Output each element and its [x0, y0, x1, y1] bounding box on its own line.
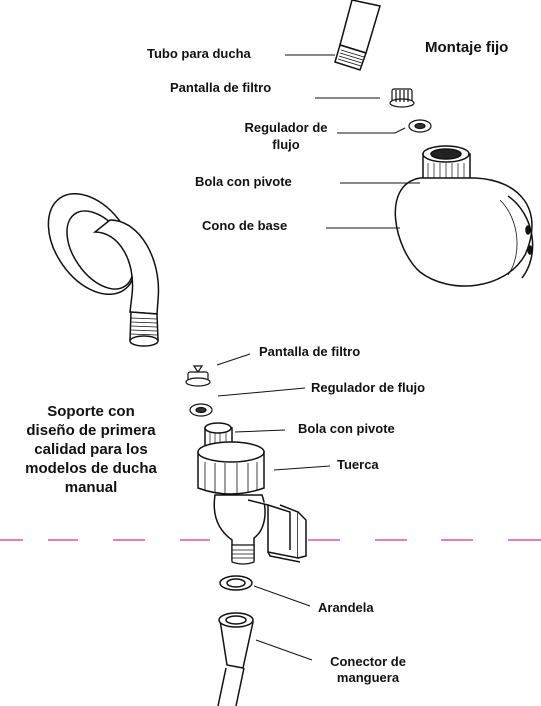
bracket-outlet [231, 544, 255, 565]
label-shower-pipe: Tubo para ducha [147, 46, 251, 61]
shower-pipe-top [334, 0, 381, 71]
label-ball-pivot-bottom: Bola con pivote [298, 421, 395, 436]
label-flow-regulator-bottom: Regulador de flujo [311, 380, 426, 395]
bottom-title-line-4: modelos de ducha [25, 460, 157, 477]
label-hose-connector: Conector de manguera [318, 654, 418, 686]
shower-head-body [394, 177, 534, 287]
leader-lines [216, 54, 420, 661]
wall-flange [47, 192, 137, 296]
bottom-title-line-2: diseño de primera [26, 422, 156, 439]
label-hose-connector-line2: manguera [336, 670, 400, 685]
washer [219, 575, 253, 591]
nut [197, 441, 265, 495]
label-base-cone: Cono de base [202, 218, 288, 233]
shower-arm [92, 219, 160, 347]
label-ball-pivot-top: Bola con pivote [195, 174, 292, 189]
label-nut: Tuerca [337, 457, 379, 472]
hand-shower-bracket [213, 494, 307, 563]
hose-connector [217, 612, 254, 706]
flow-regulator-bottom [189, 403, 213, 417]
bottom-title-line-5: manual [64, 479, 118, 496]
filter-screen-bottom [185, 365, 211, 387]
label-flow-regulator-top: Regulador de flujo [236, 119, 336, 153]
label-filter-screen-bottom: Pantalla de filtro [259, 344, 361, 359]
flow-regulator-top [408, 119, 432, 133]
label-filter-screen-top: Pantalla de filtro [170, 80, 272, 95]
bottom-title-line-3: calidad para los [34, 441, 148, 458]
bottom-title-line-1: Soporte con [47, 403, 135, 420]
filter-screen-top [389, 88, 415, 108]
label-flow-regulator-top-line1: Regulador de flujo [244, 120, 328, 152]
bottom-section-title: Soporte con diseño de primera calidad pa… [3, 402, 179, 497]
label-washer: Arandela [318, 600, 374, 615]
top-section-title: Montaje fijo [425, 39, 509, 56]
label-hose-connector-line1: Conector de [330, 654, 406, 669]
